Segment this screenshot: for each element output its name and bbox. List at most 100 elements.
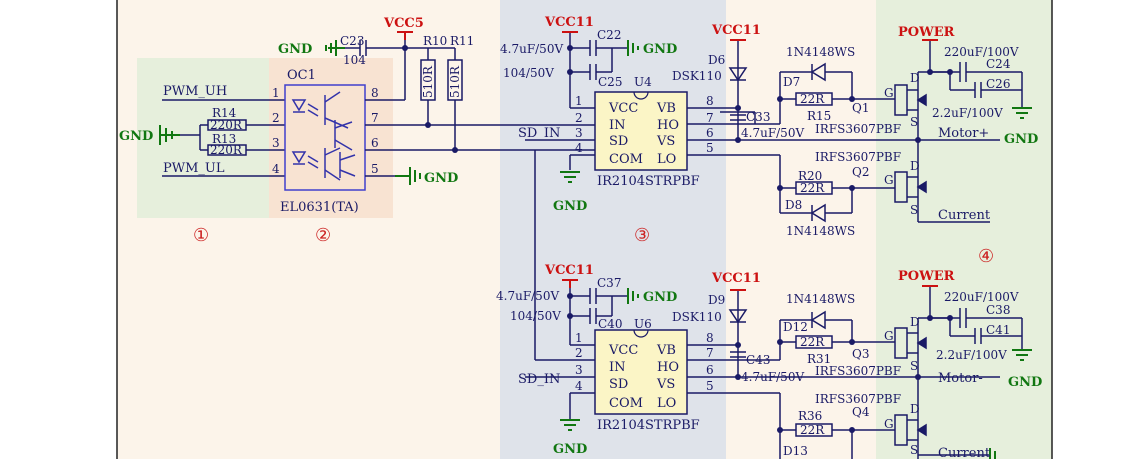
q3-pin-d: D <box>910 315 920 329</box>
junction-dots-block4 <box>915 69 953 380</box>
gnd-label-opto: GND <box>424 171 458 186</box>
oc1-ref: OC1 <box>287 68 316 83</box>
block-1 <box>162 99 285 177</box>
gnd-symbols-block4 <box>989 107 1032 459</box>
q3-part: IRFS3607PBF <box>815 364 901 378</box>
u4-pin-com: COM <box>609 152 643 167</box>
u6-num-2: 2 <box>575 346 583 360</box>
vcc5-label: VCC5 <box>383 16 424 31</box>
marker-1: ① <box>193 225 209 246</box>
u4-num-2: 2 <box>575 111 583 125</box>
q2-pin-s: S <box>910 203 918 217</box>
opto-pin-8: 8 <box>371 86 379 100</box>
d12-part: 1N4148WS <box>786 292 855 306</box>
gnd-label-c22: GND <box>643 42 677 57</box>
r11-ref: R11 <box>450 34 474 48</box>
d9-part: DSK110 <box>672 310 722 324</box>
u6-part: IR2104STRPBF <box>597 418 700 433</box>
gnd-label-block1: GND <box>119 129 153 144</box>
gnd-symbol-block1 <box>159 125 180 145</box>
u4-ref: U4 <box>634 75 652 89</box>
u6-num-3: 3 <box>575 363 583 377</box>
power-bus-top <box>929 40 1023 108</box>
vcc11-label-u4: VCC11 <box>544 15 594 30</box>
r14-ref: R14 <box>212 106 237 120</box>
c33-ref: C33 <box>746 110 770 124</box>
u6-num-4: 4 <box>575 379 583 393</box>
c23-ref: C23 <box>340 34 364 48</box>
gnd-symbol-opto-pin5 <box>395 167 421 185</box>
power-symbols <box>922 39 938 287</box>
u4-pin-sd: SD <box>609 134 628 149</box>
driver-u6-wiring <box>525 150 628 420</box>
c26-ref: C26 <box>986 77 1010 91</box>
sd-in-label-u4: SD_IN <box>518 126 560 141</box>
q4-pin-g: G <box>884 417 894 431</box>
u4-pin-vs: VS <box>656 134 675 149</box>
d6-part: DSK110 <box>672 69 722 83</box>
d13-ref: D13 <box>783 444 808 458</box>
c43-value: 4.7uF/50V <box>741 370 804 384</box>
u6-num-1: 1 <box>575 331 583 345</box>
d7-ref: D7 <box>783 75 800 89</box>
r14-value: 220R <box>210 118 243 132</box>
r36-value: 22R <box>800 423 825 437</box>
gnd-symbol-c23 <box>325 40 345 56</box>
r13-value: 220R <box>210 143 243 157</box>
junction-dots-u4 <box>567 45 573 75</box>
junction-dots-u6 <box>567 293 573 319</box>
u4-num-6: 6 <box>706 126 714 140</box>
mosfet-q2 <box>894 160 990 223</box>
junction-dots-block2 <box>402 45 458 153</box>
u6-pin-ho: HO <box>657 360 679 375</box>
mosfet-q4 <box>894 400 990 459</box>
c43-ref: C43 <box>746 353 770 367</box>
vcc11-label-d6: VCC11 <box>711 23 761 38</box>
c33-value: 4.7uF/50V <box>741 126 804 140</box>
marker-3: ③ <box>634 225 650 246</box>
q2-pin-g: G <box>884 173 894 187</box>
c23-value: 104 <box>343 53 366 67</box>
u6-num-5: 5 <box>706 379 714 393</box>
u4-num-5: 5 <box>706 141 714 155</box>
c37-ref: C37 <box>597 276 621 290</box>
r13-ref: R13 <box>212 132 236 146</box>
current-label-top: Current <box>938 208 991 223</box>
mosfet-q1 <box>894 71 950 160</box>
driver-u4-wiring <box>525 32 628 170</box>
gnd-label-block4-bottom: GND <box>1008 375 1042 390</box>
u4-num-3: 3 <box>575 126 583 140</box>
net-label-pwm-uh: PWM_UH <box>163 84 227 99</box>
u6-num-6: 6 <box>706 363 714 377</box>
d9-ref: D9 <box>708 293 725 307</box>
current-label-bottom: Current <box>938 446 991 459</box>
marker-2: ② <box>315 225 331 246</box>
vcc11-symbol-u6 <box>562 279 578 288</box>
r10-value: 510R <box>421 65 435 98</box>
oc1-part: EL0631(TA) <box>280 200 359 215</box>
net-label-pwm-ul: PWM_UL <box>163 161 225 176</box>
u4-pin-vcc: VCC <box>608 101 638 116</box>
opto-pin-6: 6 <box>371 136 379 150</box>
gnd-symbol-c22 <box>627 40 639 56</box>
vcc11-label-u6: VCC11 <box>544 263 594 278</box>
r36-ref: R36 <box>798 409 822 423</box>
d8-ref: D8 <box>785 198 802 212</box>
q4-part: IRFS3607PBF <box>815 392 901 406</box>
c25-ref: C25 <box>598 75 622 89</box>
junction-dots-boot-bottom <box>735 339 855 433</box>
c26-value: 2.2uF/100V <box>932 106 1003 120</box>
opto-pin-7: 7 <box>371 111 379 125</box>
q1-ref: Q1 <box>852 101 869 115</box>
opto-pin-2: 2 <box>272 111 280 125</box>
r20-value: 22R <box>800 181 825 195</box>
opto-pins <box>345 40 595 177</box>
q1-pin-d: D <box>910 71 920 85</box>
q2-part: IRFS3607PBF <box>815 150 901 164</box>
c41-value: 2.2uF/100V <box>936 348 1007 362</box>
r20-ref: R20 <box>798 169 822 183</box>
d6-ref: D6 <box>708 53 725 67</box>
gnd-label-c23: GND <box>278 42 312 57</box>
driver-u4-chip <box>594 91 688 171</box>
